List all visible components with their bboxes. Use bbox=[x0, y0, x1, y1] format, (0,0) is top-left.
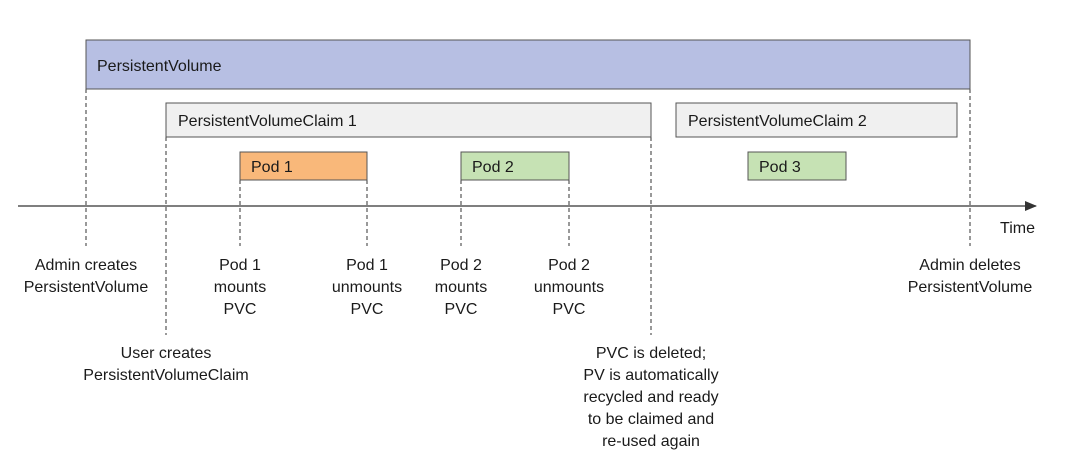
pod1-box bbox=[239, 151, 368, 181]
claim1-label: PersistentVolumeClaim 1 bbox=[178, 113, 357, 130]
pod3-label: Pod 3 bbox=[759, 159, 801, 176]
event-label-line: re-used again bbox=[602, 433, 700, 450]
event-label-line: recycled and ready bbox=[583, 389, 718, 406]
persistent-volume-box bbox=[85, 39, 971, 90]
event-label-line: PV is automatically bbox=[583, 367, 718, 384]
pod1-label: Pod 1 bbox=[251, 159, 293, 176]
event-label-line: unmounts bbox=[534, 279, 604, 296]
persistent-volume-label: PersistentVolume bbox=[97, 58, 222, 75]
event-label-line: PersistentVolumeClaim bbox=[83, 367, 248, 384]
event-label-line: PVC bbox=[445, 301, 478, 318]
event-label-line: Pod 1 bbox=[346, 257, 388, 274]
claim1-box bbox=[165, 102, 652, 138]
event-label-line: to be claimed and bbox=[588, 411, 714, 428]
pod2-label: Pod 2 bbox=[472, 159, 514, 176]
event-label-line: PVC bbox=[351, 301, 384, 318]
pod2-box bbox=[460, 151, 570, 181]
event-label-line: PersistentVolume bbox=[908, 279, 1033, 296]
event-label-line: Admin deletes bbox=[919, 257, 1020, 274]
timeline-axis-label: Time bbox=[1000, 220, 1035, 237]
event-label-line: Admin creates bbox=[35, 257, 137, 274]
event-label-line: unmounts bbox=[332, 279, 402, 296]
event-label-line: Pod 2 bbox=[548, 257, 590, 274]
event-label-line: PVC bbox=[553, 301, 586, 318]
event-label-line: PVC bbox=[224, 301, 257, 318]
event-label-line: PVC is deleted; bbox=[596, 345, 706, 362]
event-label-line: Pod 2 bbox=[440, 257, 482, 274]
claim2-label: PersistentVolumeClaim 2 bbox=[688, 113, 867, 130]
event-label-line: mounts bbox=[435, 279, 487, 296]
claim2-box bbox=[675, 102, 958, 138]
event-label-line: mounts bbox=[214, 279, 266, 296]
pod3-box bbox=[747, 151, 847, 181]
event-label-pvc-deleted: PVC is deleted; PV is automatically recycl… bbox=[583, 345, 718, 450]
event-label-line: User creates bbox=[121, 345, 212, 362]
event-label-line: PersistentVolume bbox=[24, 279, 149, 296]
event-label-line: Pod 1 bbox=[219, 257, 261, 274]
